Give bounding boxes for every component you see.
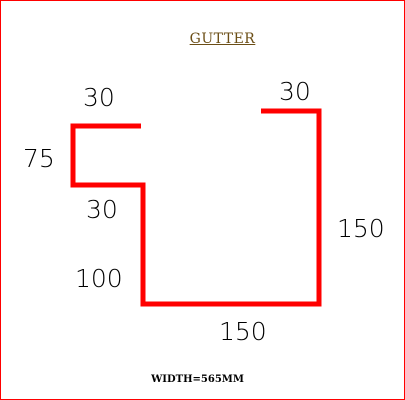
dimension-right-wall: 150 bbox=[337, 214, 385, 243]
dimension-top-right-lip: 30 bbox=[279, 77, 311, 106]
width-note: WIDTH=565MM bbox=[151, 374, 244, 385]
dimension-base: 150 bbox=[219, 317, 267, 346]
dimension-left-wall: 100 bbox=[75, 264, 123, 293]
dimension-top-left-lip: 30 bbox=[83, 83, 115, 112]
gutter-profile-line bbox=[70, 108, 322, 307]
drawing-title: GUTTER bbox=[189, 31, 256, 47]
dimension-inner-step: 30 bbox=[86, 195, 118, 224]
dimension-left-drop: 75 bbox=[23, 144, 55, 173]
